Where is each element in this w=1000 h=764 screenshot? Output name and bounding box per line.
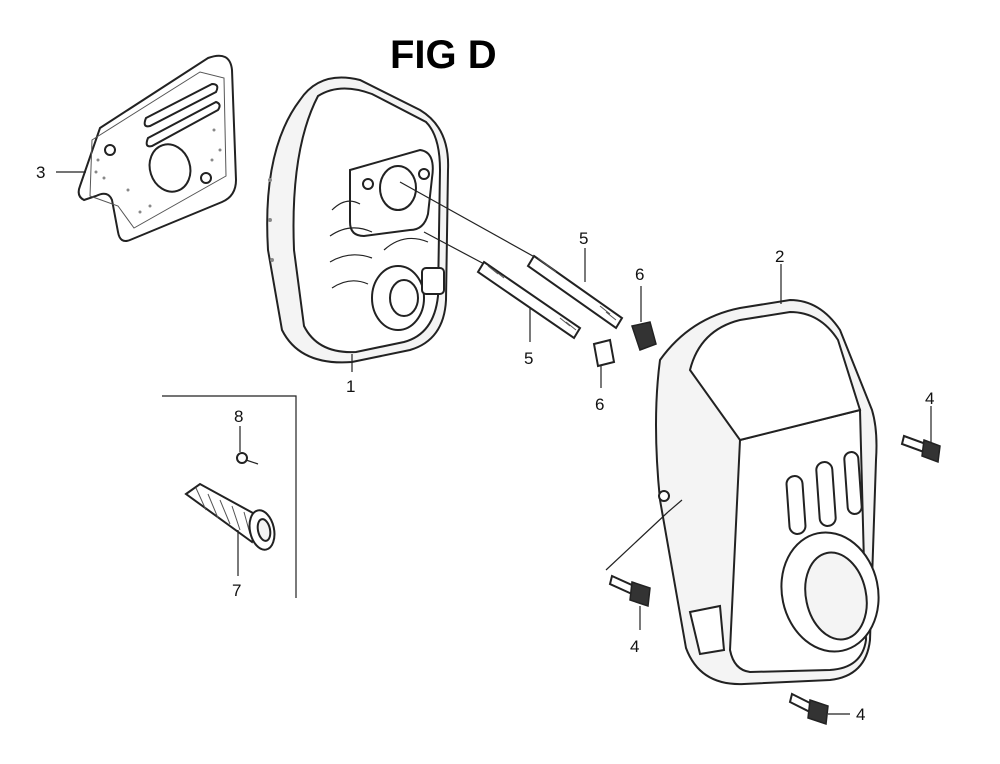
spark-arrester-inset: 8 7	[162, 395, 297, 600]
leader-line-4-left-a	[605, 511, 669, 571]
nut-upper	[631, 321, 657, 351]
callout-5-lower: 5	[524, 349, 533, 368]
nut-lower	[592, 338, 616, 368]
stud-lower	[423, 231, 582, 340]
stud-upper	[399, 181, 624, 330]
muffler-gasket-plate	[77, 54, 238, 242]
bolt-upper-right	[900, 434, 941, 464]
callout-4-bottom-right: 4	[856, 705, 865, 724]
callout-6-lower: 6	[595, 395, 604, 414]
callout-8: 8	[234, 407, 243, 426]
spark-arrester	[184, 482, 276, 551]
callout-4-left: 4	[630, 637, 639, 656]
muffler-protector	[655, 298, 880, 686]
callout-2: 2	[775, 247, 784, 266]
muffler	[266, 76, 450, 364]
arrester-screw	[236, 452, 259, 465]
bolt-bottom-right	[788, 692, 829, 726]
leader-line-4-left-b	[667, 499, 683, 513]
callout-3: 3	[36, 163, 45, 182]
callout-5-upper: 5	[579, 229, 588, 248]
callout-7: 7	[232, 581, 241, 600]
bolt-left	[608, 574, 651, 608]
callout-1: 1	[346, 377, 355, 396]
figure-title: FIG D	[390, 33, 497, 77]
callout-6-upper: 6	[635, 265, 644, 284]
callout-4-upper-right: 4	[925, 389, 934, 408]
